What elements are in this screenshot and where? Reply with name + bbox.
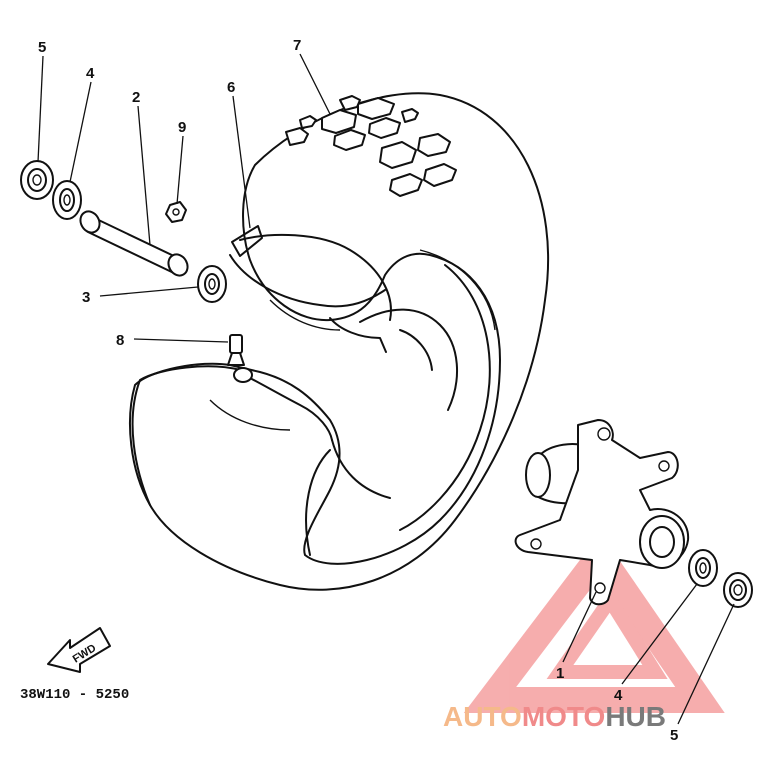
callout-oil-seal-left: 5 (38, 39, 46, 56)
fwd-arrow-icon: FWD (47, 627, 111, 673)
watermark-auto: AUTO (443, 701, 522, 732)
callout-knuckle: 1 (556, 665, 564, 682)
callout-labels: 5 4 2 9 6 7 3 8 1 4 5 (38, 37, 678, 744)
oil-seal-right (723, 572, 753, 608)
nut (165, 201, 187, 223)
part-code: 38W110 - 5250 (20, 687, 129, 703)
bearing-left (52, 180, 82, 220)
callout-bearing-right: 4 (614, 687, 623, 704)
steering-knuckle (514, 419, 690, 606)
callout-oil-seal-right: 5 (670, 727, 678, 744)
bearing-center (197, 265, 227, 303)
tire (129, 92, 550, 591)
bearing-right (688, 549, 718, 587)
axle-collar (79, 210, 189, 277)
watermark-hub: HUB (605, 701, 666, 732)
valve-stem (227, 334, 253, 383)
wheel-rim (209, 225, 458, 499)
oil-seal-left (20, 160, 54, 200)
watermark-text: AUTOMOTOHUB (443, 701, 666, 732)
callout-valve-stem: 8 (116, 332, 124, 349)
watermark-moto: MOTO (522, 701, 605, 732)
callout-bearing-center: 3 (82, 289, 90, 306)
leader-lines (37, 53, 735, 725)
tread-blocks (285, 95, 457, 197)
callout-axle-collar: 2 (132, 89, 140, 106)
svg-text:AUTOMOTOHUB: AUTOMOTOHUB (443, 701, 666, 732)
callout-nut: 9 (178, 119, 186, 136)
callout-rim: 6 (227, 79, 235, 96)
callout-bearing-left: 4 (86, 65, 95, 82)
watermark-logo-icon (463, 532, 725, 713)
callout-tire: 7 (293, 37, 301, 54)
